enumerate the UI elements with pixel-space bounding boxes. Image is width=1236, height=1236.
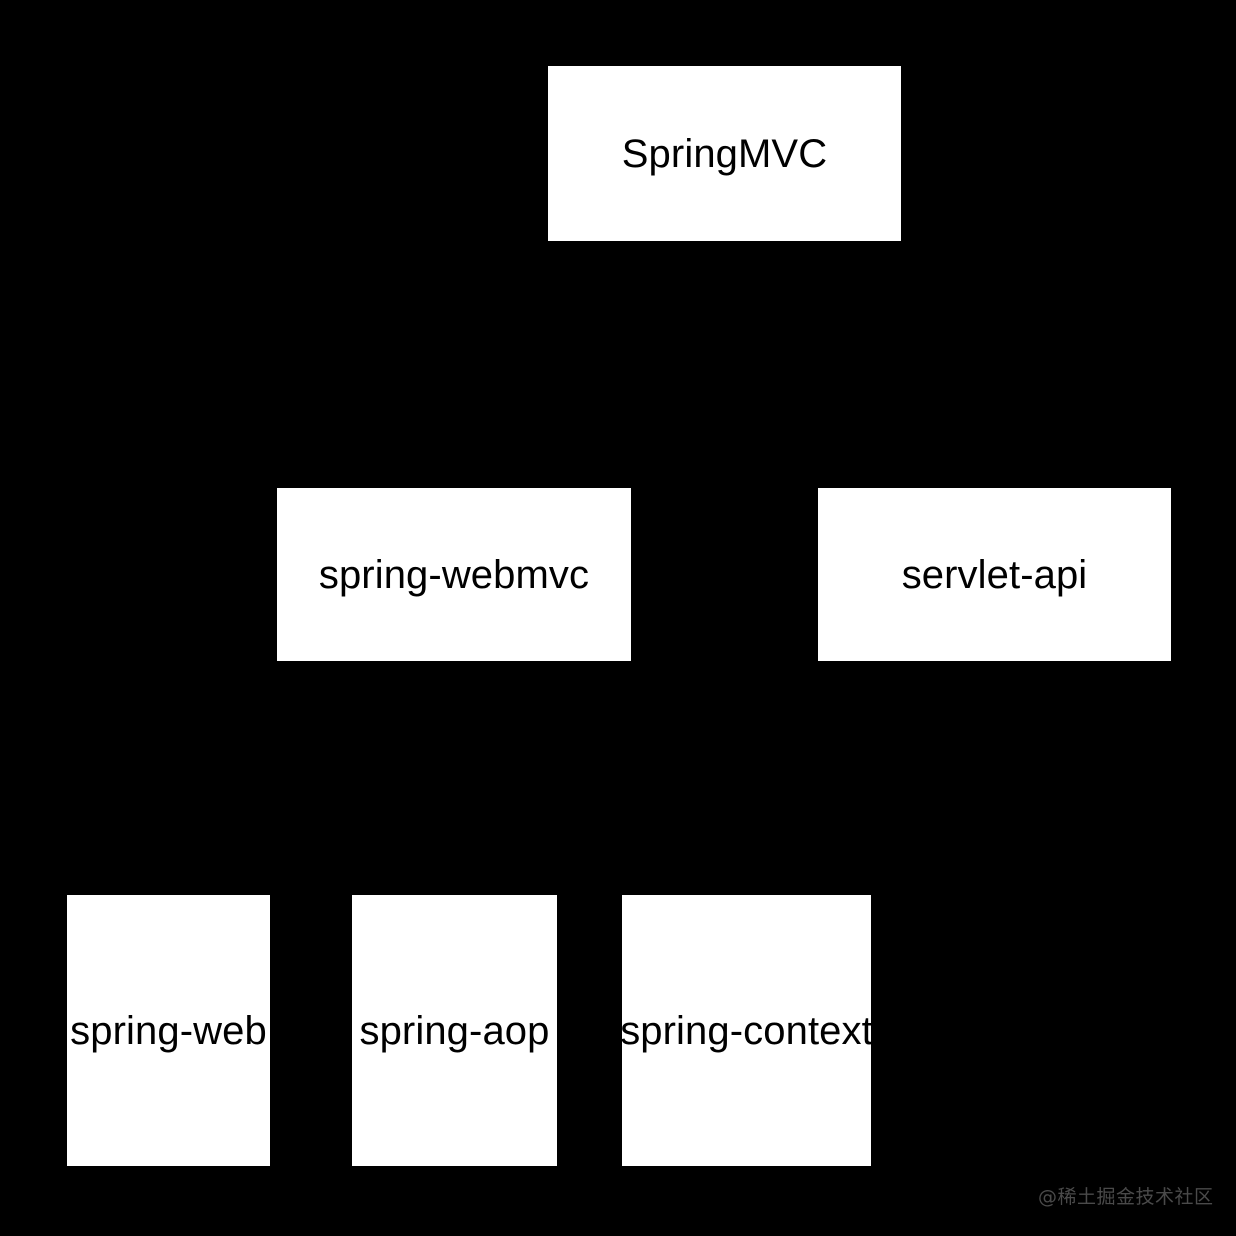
node-spring-webmvc-label: spring-webmvc	[318, 552, 590, 597]
edge-springmvc-to-servlet-api	[723, 240, 995, 489]
node-spring-aop-label: spring-aop	[359, 1008, 550, 1053]
node-servlet-api-label: servlet-api	[901, 552, 1088, 597]
node-spring-context-label: spring-context	[620, 1008, 873, 1053]
node-spring-aop[interactable]: spring-aop	[352, 895, 557, 1166]
node-springmvc[interactable]: SpringMVC	[548, 66, 901, 241]
edge-spring-webmvc-to-spring-context	[453, 660, 747, 896]
edge-spring-webmvc-to-spring-web	[167, 660, 455, 896]
node-spring-webmvc[interactable]: spring-webmvc	[277, 488, 631, 661]
node-spring-web[interactable]: spring-web	[67, 895, 270, 1166]
node-springmvc-label: SpringMVC	[621, 131, 828, 176]
watermark-label: @稀土掘金技术社区	[1038, 1186, 1214, 1208]
node-servlet-api[interactable]: servlet-api	[818, 488, 1171, 661]
node-spring-context[interactable]: spring-context	[620, 895, 873, 1166]
edge-springmvc-to-spring-webmvc	[453, 240, 725, 489]
node-spring-web-label: spring-web	[70, 1008, 267, 1053]
